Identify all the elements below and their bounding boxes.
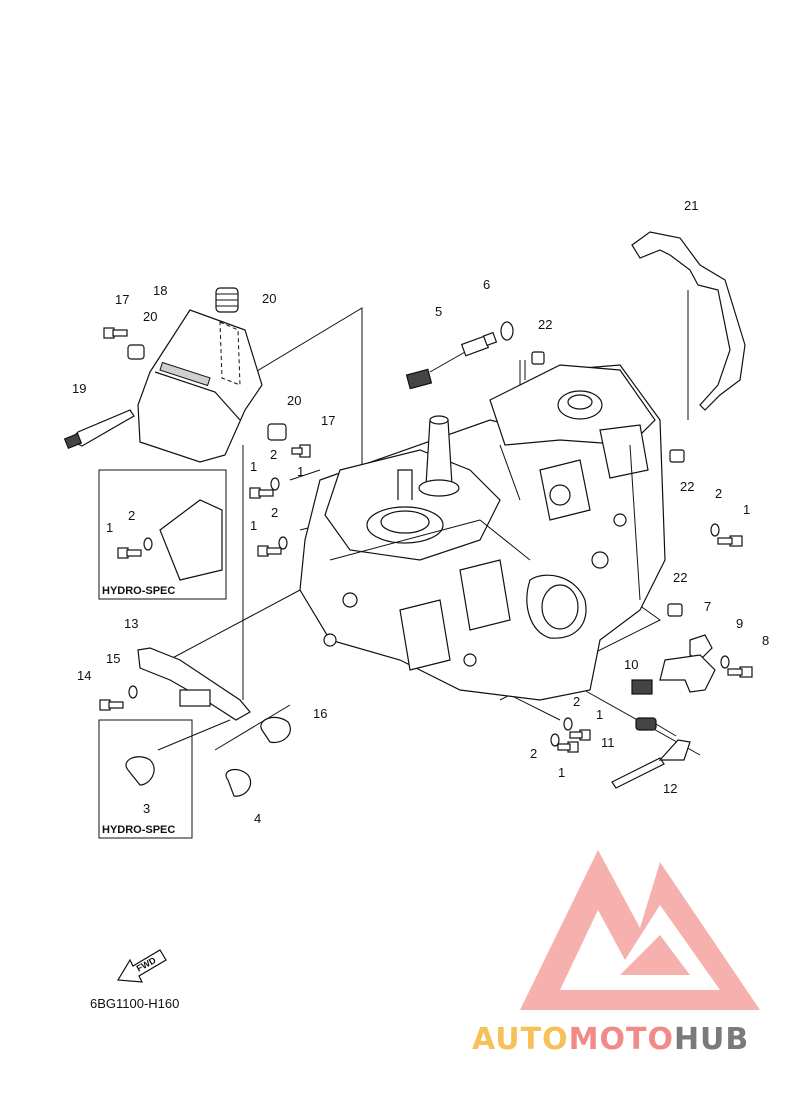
- callout-2: 2: [128, 508, 135, 523]
- callout-1: 1: [558, 765, 565, 780]
- hydro-spec-inset-bottom: [98, 719, 193, 839]
- cover-assembly: [63, 309, 263, 463]
- callout-19: 19: [72, 381, 86, 396]
- grommet-icons: [127, 287, 287, 441]
- callout-22: 22: [680, 479, 694, 494]
- engine-block: [299, 364, 666, 701]
- callout-22: 22: [538, 317, 552, 332]
- inset-top-label: HYDRO-SPEC: [102, 585, 175, 597]
- inset-top-drawing: [117, 499, 223, 581]
- brand-part-hub: HUB: [673, 1022, 750, 1057]
- diagram-code: 6BG1100-H160: [90, 996, 180, 1011]
- callout-10: 10: [624, 657, 638, 672]
- callout-16: 16: [313, 706, 327, 721]
- fwd-arrow-icon: FWD: [116, 949, 167, 983]
- hydro-spec-inset-top: [98, 469, 227, 600]
- brand-part-auto: AUTO: [472, 1022, 569, 1057]
- callout-4: 4: [254, 811, 261, 826]
- callout-17: 17: [321, 413, 335, 428]
- callout-11: 11: [601, 735, 615, 750]
- callout-15: 15: [106, 651, 120, 666]
- callout-18: 18: [153, 283, 167, 298]
- thermo-sensor-icon: [611, 717, 691, 789]
- callout-13: 13: [124, 616, 138, 631]
- callout-2: 2: [573, 694, 580, 709]
- callout-labels: 21 6 5 22 17 18 20 20 19 20 17 1 2 1 2 1…: [72, 198, 769, 826]
- callout-2: 2: [715, 486, 722, 501]
- callout-20: 20: [287, 393, 301, 408]
- callout-22: 22: [673, 570, 687, 585]
- callout-6: 6: [483, 277, 490, 292]
- callout-1: 1: [250, 459, 257, 474]
- stay-icon: [631, 634, 716, 695]
- callout-1: 1: [596, 707, 603, 722]
- callout-20: 20: [143, 309, 157, 324]
- bracket-icon: [631, 231, 746, 411]
- brand-part-moto: MOTO: [568, 1022, 674, 1057]
- callout-21: 21: [684, 198, 698, 213]
- callout-17: 17: [115, 292, 129, 307]
- watermark-brand: AUTOMOTOHUB: [472, 1022, 749, 1057]
- callout-3: 3: [143, 801, 150, 816]
- callout-5: 5: [435, 304, 442, 319]
- callout-1: 1: [743, 502, 750, 517]
- clamp-icons: [125, 716, 291, 797]
- washer-icons: [128, 321, 730, 747]
- callout-2: 2: [271, 505, 278, 520]
- callout-8: 8: [762, 633, 769, 648]
- bolt-icons: [99, 327, 753, 753]
- callout-12: 12: [663, 781, 677, 796]
- callout-9: 9: [736, 616, 743, 631]
- sensor-icon: [405, 331, 498, 390]
- callout-2: 2: [530, 746, 537, 761]
- callout-1: 1: [250, 518, 257, 533]
- holder-icon: [137, 647, 251, 721]
- callout-7: 7: [704, 599, 711, 614]
- callout-2: 2: [270, 447, 277, 462]
- plug-icons: [531, 351, 685, 617]
- inset-bottom-label: HYDRO-SPEC: [102, 824, 175, 836]
- callout-1: 1: [297, 464, 304, 479]
- callout-14: 14: [77, 668, 91, 683]
- watermark-logo-icon: [520, 850, 760, 1010]
- callout-20: 20: [262, 291, 276, 306]
- callout-1: 1: [106, 520, 113, 535]
